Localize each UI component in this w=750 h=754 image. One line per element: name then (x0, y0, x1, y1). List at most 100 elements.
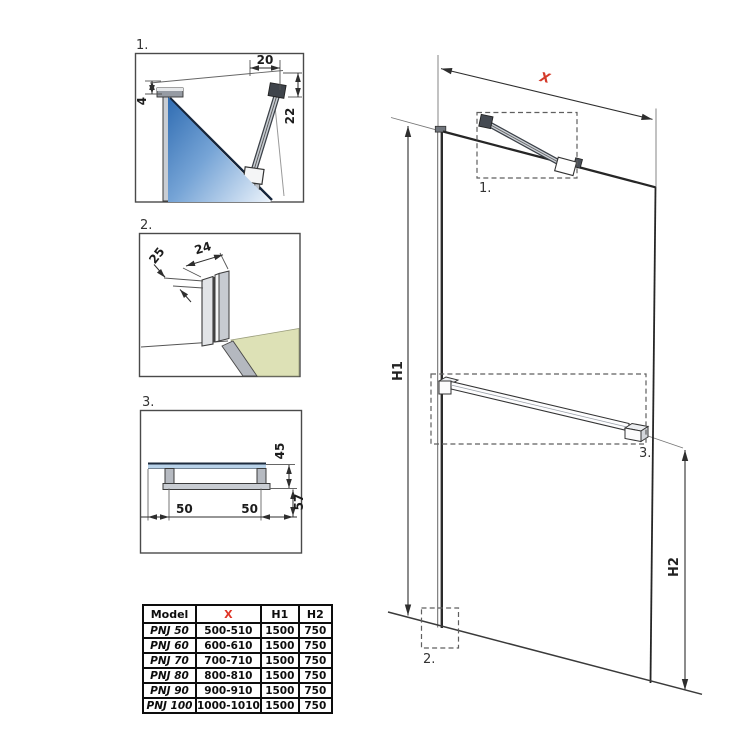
table-header-row: Model X H1 H2 (142, 604, 333, 624)
dim-label-24: 24 (193, 239, 213, 257)
ext-line (172, 285, 204, 289)
arrowhead (441, 68, 453, 75)
arrowhead (160, 514, 169, 520)
dim-label-4: 4 (135, 97, 149, 105)
h1-cell: 1500 (259, 652, 300, 669)
header-x: X (195, 604, 262, 624)
callout-box-1 (476, 111, 578, 179)
glass-section (148, 463, 266, 469)
callout-label-1: 1. (479, 181, 491, 196)
profile-glass-slot (213, 277, 215, 342)
arrowhead (290, 507, 296, 516)
detail-2-frame (138, 232, 301, 378)
ext-line (182, 267, 202, 278)
dim-label-50-left: 50 (176, 502, 193, 516)
arrowhead (186, 260, 196, 266)
dim-label-45: 45 (273, 443, 287, 460)
arrowhead (404, 604, 412, 616)
detail-3-label: 3. (142, 395, 154, 410)
x-cell: 500-510 (195, 622, 262, 639)
model-cell: PNJ 100 (142, 697, 197, 714)
arrowhead (681, 450, 689, 461)
arrowhead (295, 88, 301, 97)
model-cell: PNJ 90 (142, 682, 197, 699)
h2-cell: 750 (297, 622, 333, 639)
ext-line (163, 277, 204, 282)
table-row: PNJ 100 1000-1010 1500 750 (142, 697, 333, 714)
arrowhead (295, 73, 301, 82)
arrowhead (681, 679, 689, 690)
header-model: Model (142, 604, 197, 624)
profile-front-face (201, 275, 214, 347)
model-cell: PNJ 60 (142, 637, 197, 654)
h2-cell: 750 (297, 652, 333, 669)
detail-view-3: 3. 45 57 (139, 395, 306, 554)
brace-wall-bracket (267, 82, 287, 99)
h1-cell: 1500 (259, 622, 300, 639)
support-brace-seam (253, 94, 278, 171)
h2-cell: 750 (297, 667, 333, 684)
arrowhead (286, 465, 292, 474)
size-table: Model X H1 H2 PNJ 50 500-510 1500 750 PN… (142, 604, 333, 714)
h1-cell: 1500 (259, 667, 300, 684)
brace-wall-bracket (478, 113, 494, 130)
arrowhead (284, 514, 293, 520)
h2-cell: 750 (297, 682, 333, 699)
callout-label-3: 3. (639, 446, 651, 461)
h2-cell: 750 (297, 697, 333, 714)
h1-cell: 1500 (259, 637, 300, 654)
arrowhead (271, 65, 280, 71)
x-cell: 600-610 (195, 637, 262, 654)
glass-clamp (553, 156, 583, 177)
dim-label-22: 22 (283, 108, 297, 125)
x-cell: 800-810 (195, 667, 262, 684)
dim-label-20: 20 (257, 53, 274, 67)
profile-inner-face (214, 272, 220, 343)
header-h2: H2 (297, 604, 333, 624)
table-row: PNJ 50 500-510 1500 750 (142, 622, 333, 639)
header-h1: H1 (259, 604, 300, 624)
detail-1-frame (134, 52, 305, 203)
dim-line-x (440, 68, 653, 120)
arrowhead (148, 514, 157, 520)
arrowhead (290, 490, 296, 499)
detail-3-frame (139, 409, 303, 554)
x-cell: 700-710 (195, 652, 262, 669)
table-row: PNJ 70 700-710 1500 750 (142, 652, 333, 669)
h1-cell: 1500 (259, 682, 300, 699)
arrowhead (286, 479, 292, 488)
dim-label-h1: H1 (391, 361, 406, 381)
profile-side-face (218, 270, 230, 342)
model-cell: PNJ 70 (142, 652, 197, 669)
arrowhead (641, 113, 653, 120)
arrowhead (149, 85, 155, 94)
table-row: PNJ 80 800-810 1500 750 (142, 667, 333, 684)
main-elevation: X H1 H2 (387, 55, 703, 696)
dim-label-25: 25 (146, 245, 167, 267)
wall-profile-top-cap (434, 125, 447, 133)
model-cell: PNJ 50 (142, 622, 197, 639)
callout-label-2: 2. (423, 652, 435, 667)
arrowhead (250, 65, 259, 71)
h1-cell: 1500 (259, 697, 300, 714)
arrowhead (404, 126, 412, 137)
towel-rail-section (162, 483, 271, 490)
clamp-body (553, 156, 578, 177)
dim-label-h2: H2 (667, 557, 682, 577)
reference-line (149, 70, 284, 84)
detail-1-label: 1. (136, 38, 148, 53)
callout-box-2 (420, 607, 460, 649)
x-cell: 900-910 (195, 682, 262, 699)
detail-view-2: 2. 24 25 (138, 218, 301, 378)
x-cell: 1000-1010 (195, 697, 262, 714)
arrowhead (261, 514, 270, 520)
arrowhead (213, 254, 223, 261)
detail-2-label: 2. (140, 218, 152, 233)
arrowhead (156, 268, 165, 278)
wall-profile-cap-top (157, 88, 183, 91)
callout-box-3 (430, 373, 647, 445)
brace-seam (486, 122, 561, 164)
table-row: PNJ 90 900-910 1500 750 (142, 682, 333, 699)
bottom-threshold-strip (221, 340, 258, 377)
